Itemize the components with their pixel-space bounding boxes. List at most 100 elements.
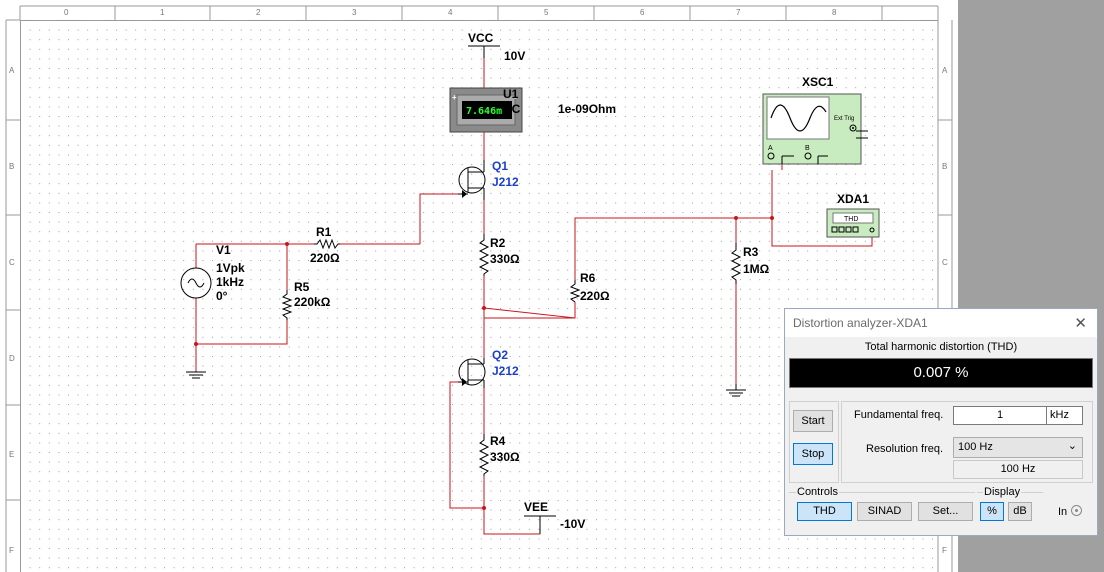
ruler-row-label: F <box>942 546 947 555</box>
ammeter-u1[interactable]: 7.646m + - U1 DC 1e-09Ohm <box>449 87 616 133</box>
schematic-workspace[interactable]: 0 1 2 3 4 5 6 7 8 A B C D E F A B C D E … <box>0 0 958 572</box>
r4-label: R4 <box>490 434 506 448</box>
q1-label: Q1 <box>492 159 508 173</box>
ruler-row-label: D <box>9 354 15 363</box>
resistor-r5[interactable]: R5 220kΩ <box>281 280 331 320</box>
junction-dots <box>194 216 774 510</box>
resistor-r2[interactable]: R2 330Ω <box>478 234 520 276</box>
v1-label: V1 <box>216 243 231 257</box>
channel-a-label: A <box>768 145 773 152</box>
thd-readout: 0.007 % <box>789 358 1093 388</box>
ruler-col-label: 3 <box>352 8 357 17</box>
u1-reading: 7.646m <box>466 106 502 117</box>
ruler-col-label: 0 <box>64 8 69 17</box>
settings-button[interactable]: Set... <box>918 502 973 521</box>
vcc-source[interactable]: VCC 10V <box>468 31 525 63</box>
vcc-value: 10V <box>504 49 525 63</box>
r4-value: 330Ω <box>490 450 520 464</box>
window-titlebar[interactable]: Distortion analyzer-XDA1 ✕ <box>785 309 1097 337</box>
xda1-face: THD <box>844 216 858 223</box>
thd-label: Total harmonic distortion (THD) <box>864 341 1018 353</box>
ruler-col-label: 5 <box>544 8 549 17</box>
r3-label: R3 <box>743 245 759 259</box>
ruler-column-labels: 0 1 2 3 4 5 6 7 8 <box>64 8 837 17</box>
ruler-row-label: F <box>9 546 14 555</box>
input-terminal-icon[interactable] <box>1071 505 1082 516</box>
fundamental-freq-label: Fundamental freq. <box>854 409 944 421</box>
jfet-q2[interactable]: Q2 J212 <box>458 348 519 388</box>
controls-group: Controls THD SINAD Set... <box>789 486 975 523</box>
svg-text:+: + <box>452 93 457 102</box>
vee-value: -10V <box>560 517 585 531</box>
jfet-q1[interactable]: Q1 J212 <box>458 159 519 200</box>
channel-b-label: B <box>805 145 810 152</box>
start-button[interactable]: Start <box>793 410 833 432</box>
distortion-analyzer-xda1[interactable]: XDA1 THD <box>826 192 880 238</box>
vee-source[interactable]: VEE -10V <box>524 500 585 534</box>
ground-symbol <box>186 371 206 379</box>
fundamental-freq-input[interactable]: 1 <box>953 406 1047 425</box>
resistor-r6[interactable]: R6 220Ω <box>569 271 610 303</box>
ruler-row-label: A <box>942 66 948 75</box>
u1-label: U1 <box>503 87 519 101</box>
input-terminal-label: In <box>1058 506 1068 518</box>
top-ruler <box>19 5 939 21</box>
ruler-col-label: 4 <box>448 8 453 17</box>
r2-value: 330Ω <box>490 252 520 266</box>
wires[interactable] <box>195 58 873 535</box>
vee-label: VEE <box>524 500 548 514</box>
frequency-settings-panel: Fundamental freq. 1 kHz Resolution freq.… <box>841 401 1093 483</box>
ac-source-v1[interactable]: V1 1Vpk 1kHz 0° <box>180 243 245 303</box>
ext-trig-label: Ext Trig <box>834 116 854 122</box>
oscilloscope-xsc1[interactable]: XSC1 Ext Trig A B <box>762 75 868 165</box>
vcc-label: VCC <box>468 31 494 45</box>
ruler-row-label: C <box>942 258 948 267</box>
ruler-row-label: A <box>9 66 15 75</box>
resolution-selected-value: 100 Hz <box>958 441 993 453</box>
resistor-r4[interactable]: R4 330Ω <box>478 434 520 476</box>
r1-value: 220Ω <box>310 251 340 265</box>
ruler-col-label: 1 <box>160 8 165 17</box>
v1-amplitude: 1Vpk <box>216 261 245 275</box>
chevron-down-icon: ⌄ <box>1067 440 1077 452</box>
controls-group-label: Controls <box>796 486 839 498</box>
v1-frequency: 1kHz <box>216 275 244 289</box>
u1-mode: DC <box>503 102 521 116</box>
ruler-row-label: C <box>9 258 15 267</box>
display-group-label: Display <box>983 486 1022 498</box>
r5-value: 220kΩ <box>294 295 331 309</box>
resistor-r1[interactable]: R1 220Ω <box>310 225 340 265</box>
close-icon[interactable]: ✕ <box>1074 315 1087 332</box>
r6-label: R6 <box>580 271 596 285</box>
r2-label: R2 <box>490 236 506 250</box>
ruler-row-label: E <box>9 450 14 459</box>
q2-label: Q2 <box>492 348 508 362</box>
r5-label: R5 <box>294 280 310 294</box>
resolution-readout: 100 Hz <box>953 460 1083 479</box>
display-group: Display % dB <box>977 486 1043 523</box>
ruler-col-label: 2 <box>256 8 261 17</box>
xsc1-label: XSC1 <box>802 75 834 89</box>
resistor-r3[interactable]: R3 1MΩ <box>730 243 770 284</box>
run-controls-panel: Start Stop <box>789 401 839 483</box>
ruler-row-label: B <box>942 162 947 171</box>
sinad-mode-button[interactable]: SINAD <box>857 502 912 521</box>
stop-button[interactable]: Stop <box>793 443 833 465</box>
ruler-col-label: 6 <box>640 8 645 17</box>
thd-mode-button[interactable]: THD <box>797 502 852 521</box>
db-display-button[interactable]: dB <box>1008 502 1032 521</box>
percent-display-button[interactable]: % <box>980 502 1004 521</box>
resolution-freq-label: Resolution freq. <box>866 443 944 455</box>
q2-model: J212 <box>492 364 519 378</box>
svg-text:-: - <box>514 93 517 102</box>
distortion-analyzer-window[interactable]: Distortion analyzer-XDA1 ✕ Total harmoni… <box>784 308 1098 536</box>
q1-model: J212 <box>492 175 519 189</box>
ruler-row-label: B <box>9 162 14 171</box>
r1-label: R1 <box>316 225 332 239</box>
ground-symbol <box>726 384 746 397</box>
window-title: Distortion analyzer-XDA1 <box>793 316 928 330</box>
ruler-col-label: 8 <box>832 8 837 17</box>
xda1-label: XDA1 <box>837 192 869 206</box>
fundamental-unit-field[interactable]: kHz <box>1047 406 1083 425</box>
resolution-freq-select[interactable]: 100 Hz ⌄ <box>953 437 1083 458</box>
